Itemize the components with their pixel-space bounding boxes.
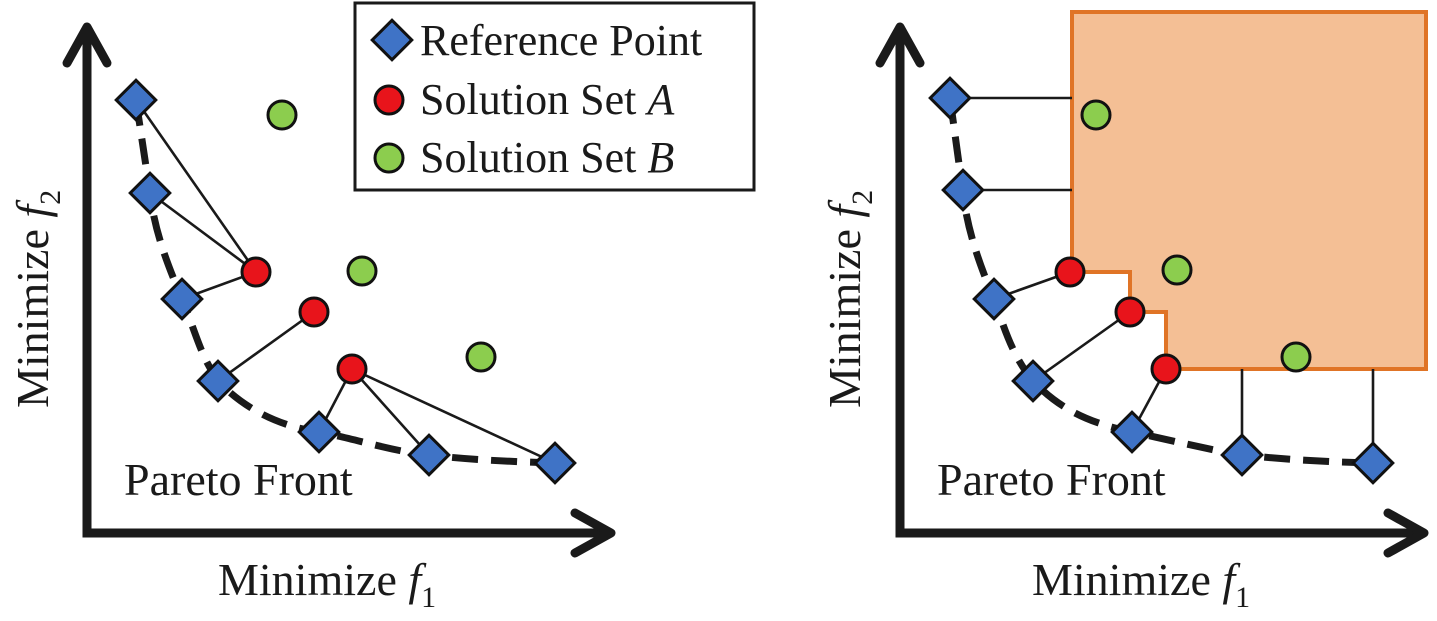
solution-a-point [1150,353,1182,385]
legend-reference-point-icon [370,18,414,62]
solution-b-point [1280,341,1312,373]
reference-point-diamond [160,277,204,321]
reference-point-diamond [972,277,1016,321]
legend-solution-b-icon [373,142,405,174]
reference-point-diamond [128,171,172,215]
left-solution-set-b [266,99,497,373]
solution-b-point [1080,99,1112,131]
solution-a-point [298,296,330,328]
right-reference-points [928,76,1395,485]
right-pareto-front-label: Pareto Front [937,454,1166,505]
left-link [134,99,258,273]
solution-b-point [266,99,298,131]
reference-point-diamond [533,441,577,485]
reference-point-diamond [1110,410,1154,454]
right-panel: Pareto Front Minimize f1 Minimize f2 [819,10,1429,614]
solution-a-point [1054,256,1086,288]
right-y-axis-label: Minimize f2 [819,190,879,408]
right-axes [875,22,1429,558]
legend: Reference Point Solution Set A Solution … [353,1,756,192]
left-y-axis-label: Minimize f2 [7,190,67,408]
left-pareto-front-label: Pareto Front [124,454,353,505]
left-axes [62,22,616,558]
right-solution-set-b [1080,99,1312,373]
legend-solution-a-icon [373,84,405,116]
reference-point-diamond [114,78,158,122]
solution-b-point [465,341,497,373]
right-pareto-front-curve [946,97,1374,467]
reference-point-diamond [297,410,341,454]
left-link [351,368,430,456]
reference-point-diamond [928,76,972,120]
reference-point-diamond [407,433,451,477]
left-y-arrowhead [62,22,112,68]
reference-point-diamond [1351,441,1395,485]
right-solution-set-a [1054,256,1182,385]
left-panel: Pareto Front Minimize f1 Minimize f2 [7,22,616,614]
solution-a-point [1114,296,1146,328]
left-pareto-front-curve [132,99,556,467]
right-dominated-region [1070,10,1428,371]
left-reference-points [114,78,577,485]
left-axis-lines [82,35,603,538]
right-axis-lines [895,35,1416,538]
reference-point-diamond [196,359,240,403]
solution-b-point [346,255,378,287]
legend-solution-b-label: Solution Set B [420,133,674,182]
right-y-arrowhead [875,22,925,68]
left-link [351,367,556,465]
solution-b-point [1161,254,1193,286]
reference-point-diamond [941,168,985,212]
left-link [217,310,315,383]
left-x-axis-label: Minimize f1 [218,554,436,614]
right-x-arrowhead [1383,508,1429,558]
right-x-axis-label: Minimize f1 [1032,554,1250,614]
legend-box [353,1,756,192]
legend-solution-a-label: Solution Set A [420,75,675,124]
reference-point-diamond [1220,433,1264,477]
solution-a-point [336,353,368,385]
left-link [149,191,257,274]
left-x-arrowhead [570,508,616,558]
legend-reference-point-label: Reference Point [420,16,702,65]
solution-a-point [240,256,272,288]
right-link [1032,310,1131,383]
left-solution-set-a [240,256,368,385]
reference-point-diamond [1011,359,1055,403]
